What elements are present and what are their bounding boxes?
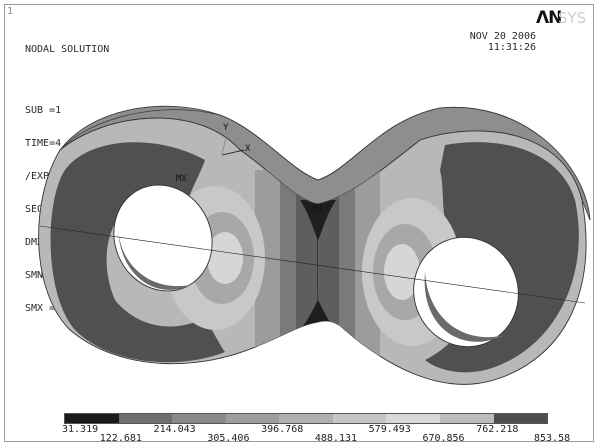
- max-marker: MX: [176, 174, 187, 184]
- legend-value-lower: 488.131: [314, 433, 358, 444]
- ansys-logo: ΛN: [536, 8, 562, 28]
- legend-value-upper: 396.768: [261, 424, 304, 435]
- legend-value-upper: 214.043: [153, 424, 196, 435]
- legend-swatch: [439, 414, 494, 423]
- left-hole: [113, 184, 213, 292]
- legend-swatch: [225, 414, 280, 423]
- legend-value-upper: 31.319: [62, 424, 99, 435]
- legend-value-upper: 762.218: [476, 424, 519, 435]
- triad-x-axis: [221, 149, 245, 156]
- right-fringe-ring-3: [384, 244, 420, 300]
- legend-value-lower: 122.681: [99, 433, 142, 444]
- legend-swatch: [118, 414, 173, 423]
- legend-value-lower: 670.856: [422, 433, 465, 444]
- vertical-axis-line: [316, 204, 319, 323]
- legend-swatch: [332, 414, 387, 423]
- top-neck-hotspot: [300, 200, 336, 240]
- triad-x-label: X: [245, 144, 251, 154]
- plot-frame: [4, 4, 594, 442]
- substep-label: SUB =1: [25, 105, 62, 116]
- legend-value-lower: 305.406: [207, 433, 250, 444]
- left-hole-bore: [118, 228, 190, 290]
- horizontal-axis-line: [39, 225, 586, 304]
- legend-swatch: [493, 414, 548, 423]
- part-top-rim: [59, 106, 591, 221]
- min-marker: MN: [311, 205, 322, 215]
- legend-swatch: [172, 414, 226, 423]
- time-of-day-label: 11:31:26: [487, 42, 536, 53]
- ansys-logo-faint: SYS: [558, 9, 587, 27]
- triad-y-axis: [221, 131, 228, 156]
- left-fringe-ring-3: [207, 232, 243, 284]
- legend-swatch: [65, 414, 119, 423]
- legend-value-lower: 853.58: [534, 433, 571, 444]
- legend-swatch: [279, 414, 333, 423]
- right-hole-bore: [424, 272, 505, 342]
- window-number: 1: [7, 6, 14, 17]
- legend-swatch: [386, 414, 440, 423]
- legend-value-upper: 579.493: [368, 424, 411, 435]
- contour-legend-bar: [64, 413, 548, 424]
- date-label: NOV 20 2006: [469, 31, 536, 42]
- triad-y-label: Y: [223, 123, 229, 133]
- plot-type-label: NODAL SOLUTION: [25, 44, 110, 55]
- time-label: TIME=4: [25, 138, 62, 149]
